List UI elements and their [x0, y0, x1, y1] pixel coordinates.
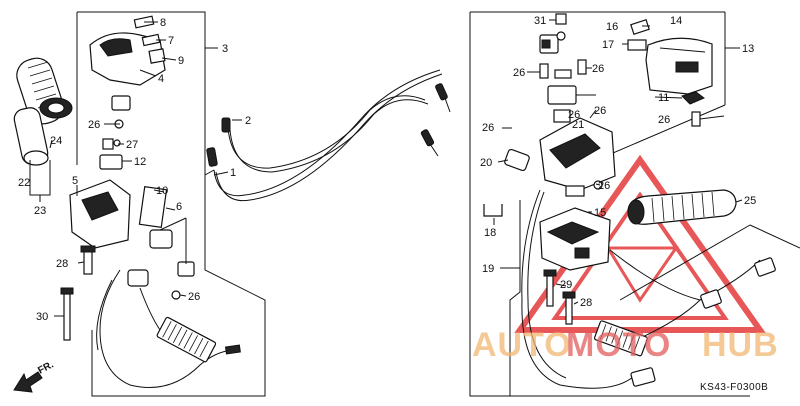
throttle-cable-2: [227, 95, 426, 169]
callout-26-right-g: 26: [598, 180, 610, 192]
callout-15: 15: [594, 207, 606, 219]
bolt-28-left: [80, 245, 96, 275]
bolt-30: [60, 287, 74, 341]
callout-11: 11: [658, 92, 669, 104]
watermark-word-auto: AUTO: [472, 326, 572, 364]
callout-4: 4: [158, 73, 164, 85]
callout-5: 5: [72, 175, 78, 187]
left-grip-sleeve: [13, 107, 49, 166]
callout-29: 29: [560, 279, 572, 291]
right-assembly: 31 16 14 17 13 26 26 11 26 26 26 26 21 2…: [469, 11, 800, 397]
callout-14: 14: [670, 15, 682, 27]
callout-26-right-a: 26: [513, 67, 525, 79]
callout-30: 30: [36, 311, 48, 323]
callout-21: 21: [572, 119, 584, 131]
callout-28-left: 28: [56, 258, 68, 270]
callout-19: 19: [482, 263, 494, 275]
right-connector-block: [593, 320, 648, 357]
left-connector-block: [156, 316, 217, 363]
callout-20: 20: [480, 157, 492, 169]
callout-9: 9: [178, 55, 184, 67]
watermark-triangle-mid: [605, 246, 679, 303]
callout-27: 27: [126, 139, 138, 151]
callout-2: 2: [245, 115, 251, 127]
callout-1: 1: [230, 167, 236, 179]
callout-7: 7: [168, 35, 174, 47]
watermark-word-moto: MOTO: [566, 326, 671, 364]
callout-24: 24: [50, 135, 62, 147]
right-frame-outline: [469, 12, 515, 397]
callout-10: 10: [156, 185, 168, 197]
callout-26-right-f: 26: [482, 122, 494, 134]
front-direction-arrow: FR.: [13, 359, 56, 393]
diagram-code: KS43-F0300B: [700, 382, 768, 393]
callout-26-right-c: 26: [594, 105, 606, 117]
right-grip: [627, 189, 737, 225]
callout-16: 16: [606, 21, 618, 33]
callout-25: 25: [744, 195, 756, 207]
callout-26-right-b: 26: [592, 63, 604, 75]
throttle-cable-1: [213, 69, 441, 197]
watermark-word-hub: HUB: [702, 326, 779, 364]
callout-17: 17: [602, 39, 614, 51]
callout-13: 13: [742, 43, 754, 55]
switch-knob: [111, 95, 131, 111]
switch-plate: [138, 185, 168, 229]
bolt-29: [543, 269, 557, 307]
watermark-text: AUTO MOTO HUB: [472, 326, 779, 364]
callout-23: 23: [34, 205, 46, 217]
callout-26-left-a: 26: [88, 119, 100, 131]
callout-18: 18: [484, 227, 496, 239]
callout-31: 31: [534, 15, 546, 27]
callout-26-right-d: 26: [568, 109, 580, 121]
callout-8: 8: [160, 17, 166, 29]
front-direction-label: FR.: [36, 359, 56, 376]
callout-26-right-e: 26: [658, 114, 670, 126]
callout-6: 6: [176, 201, 182, 213]
callout-12: 12: [134, 156, 146, 168]
callout-28-right: 28: [580, 297, 592, 309]
bolt-28-right: [562, 291, 576, 325]
right-wire-harness: [521, 189, 641, 389]
callout-22: 22: [18, 177, 30, 189]
left-assembly: 8 7 9 3 4 2 26 27 12 24 1 5 22 10 6 23 2…: [13, 11, 451, 397]
callout-3: 3: [222, 43, 228, 55]
callout-26-left-b: 26: [188, 291, 200, 303]
left-frame-outline: [77, 11, 266, 397]
